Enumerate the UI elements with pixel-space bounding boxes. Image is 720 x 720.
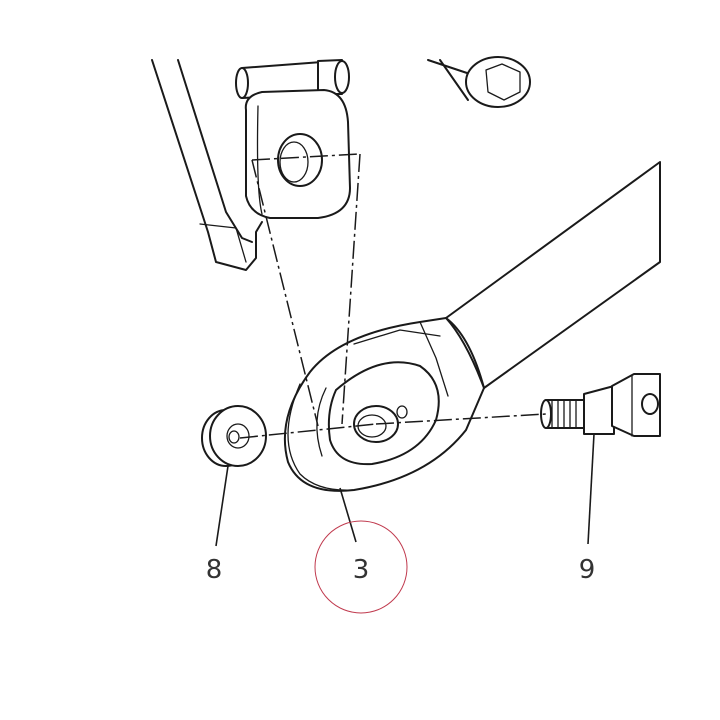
bracket-arm bbox=[151, 59, 263, 271]
assembly-axis-lines bbox=[239, 153, 547, 439]
shoulder-bolt bbox=[540, 373, 661, 437]
rod-end-eye bbox=[283, 317, 485, 492]
washer-nut bbox=[201, 405, 267, 467]
callout-8: 8 bbox=[206, 555, 223, 585]
callout-3: 3 bbox=[353, 555, 370, 585]
pin bbox=[235, 59, 350, 99]
mounting-plate bbox=[244, 89, 351, 219]
leader-lines bbox=[215, 433, 595, 547]
socket-bolt bbox=[427, 56, 531, 108]
callout-highlight-circle bbox=[314, 520, 408, 614]
callout-9: 9 bbox=[579, 555, 596, 585]
shock-rod bbox=[445, 161, 661, 389]
